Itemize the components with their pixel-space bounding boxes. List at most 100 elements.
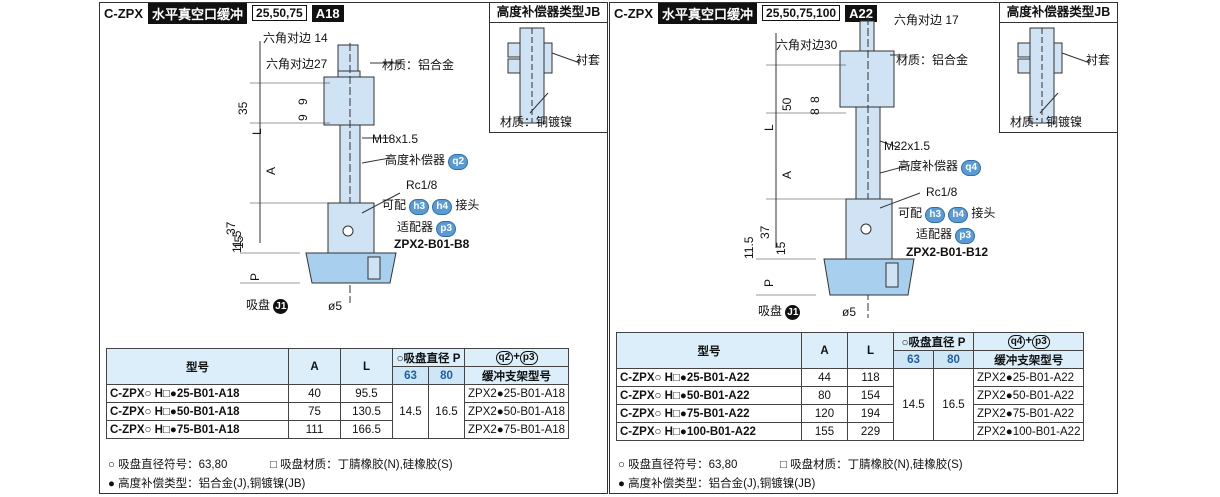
left-th-comp-a: q2 (495, 350, 514, 365)
left-material: 材质：铝合金 (382, 58, 455, 72)
right-p63: 14.5 (893, 368, 934, 441)
left-foot2: ● 高度补偿类型：铝合金(J),铜镀镍(JB) (108, 478, 306, 490)
table-row: C-ZPX○ H□●75-B01-A22 120 194 ZPX2●75-B01… (616, 404, 1085, 423)
right-hex2: 六角对边30 (776, 38, 838, 52)
a-cell: 120 (801, 404, 848, 423)
model-cell: C-ZPX○ H□●75-B01-A18 (106, 420, 289, 439)
right-strokes: 25,50,75,100 (762, 5, 841, 21)
right-foot1a: ○ 吸盘直径符号：63,80 (618, 459, 738, 471)
left-pad: 吸盘 J1 (246, 296, 289, 314)
right-phi5: ø5 (842, 305, 857, 319)
l-cell: 229 (847, 422, 894, 441)
left-jb-title: 高度补偿器类型JB (489, 3, 607, 23)
left-joint: 接头 (455, 198, 480, 212)
left-adapter-label: 适配器 (397, 220, 434, 234)
right-adapter-label: 适配器 (916, 227, 953, 241)
right-header: C-ZPX 水平真空口缓冲 25,50,75,100 A22 (610, 2, 881, 24)
left-th-bracket: 缓冲支架型号 (463, 366, 570, 385)
right-comp-label: 高度补偿器 (898, 159, 959, 173)
table-row: C-ZPX○ H□●75-B01-A18 111 166.5 ZPX2●75-B… (106, 420, 570, 439)
l-cell: 95.5 (340, 384, 393, 403)
right-p80: 16.5 (933, 368, 974, 441)
left-adapter: 适配器 p3 (397, 218, 457, 237)
right-comp: 高度补偿器 q4 (898, 157, 982, 176)
right-th-A: A (801, 332, 848, 369)
left-foot1b: □ 吸盘材质：丁腈橡胶(N),硅橡胶(S) (270, 459, 453, 471)
right-joint: 接头 (971, 206, 996, 220)
left-th-comp: q2+p3 (463, 348, 570, 367)
left-can: 可配 h3 h4 接头 (382, 196, 479, 215)
model-cell: C-ZPX○ H□●25-B01-A18 (106, 384, 289, 403)
right-adapter: 适配器 p3 (916, 225, 976, 244)
right-comp-tag: q4 (961, 160, 982, 176)
a-cell: 155 (801, 422, 848, 441)
right-dim8a: 8 (808, 96, 822, 103)
right-dimL: L (762, 124, 776, 131)
table-row: C-ZPX○ H□●25-B01-A22 44 118 14.5 16.5 ZP… (616, 368, 1085, 441)
left-j1: J1 (273, 299, 289, 314)
left-th-A: A (288, 348, 341, 385)
right-th-bracket: 缓冲支架型号 (972, 350, 1085, 369)
model-cell: C-ZPX○ H□●75-B01-A22 (616, 404, 802, 423)
l-cell: 154 (847, 386, 894, 405)
right-hex1: 六角对边 17 (894, 13, 959, 27)
right-adapter-model: ZPX2-B01-B12 (906, 245, 989, 259)
left-jb-svg (507, 27, 581, 124)
left-hex2: 六角对边27 (266, 57, 328, 71)
right-dimA: A (780, 170, 794, 179)
model-cell: C-ZPX○ H□●100-B01-A22 (616, 422, 802, 441)
left-th-comp-b: p3 (519, 350, 538, 365)
left-dim9b: 9 (296, 114, 310, 121)
bracket-cell: ZPX2●100-B01-A22 (972, 422, 1085, 441)
right-th-63: 63 (893, 350, 934, 369)
bracket-cell: ZPX2●50-B01-A18 (463, 402, 570, 421)
l-cell: 130.5 (340, 402, 393, 421)
left-panel: C-ZPX 水平真空口缓冲 25,50,75 A18 高度补偿器类型JB 衬套 … (99, 2, 608, 494)
model-cell: C-ZPX○ H□●50-B01-A18 (106, 402, 289, 421)
left-p63: 14.5 (392, 384, 429, 439)
left-comp: 高度补偿器 q2 (385, 151, 469, 170)
right-jb-svg (1017, 27, 1091, 124)
model-cell: C-ZPX○ H□●50-B01-A22 (616, 386, 802, 405)
l-cell: 166.5 (340, 420, 393, 439)
left-comp-label: 高度补偿器 (385, 153, 446, 167)
right-th-L: L (847, 332, 894, 369)
right-pad: 吸盘 J1 (758, 302, 801, 320)
table-row: C-ZPX○ H□●50-B01-A22 80 154 ZPX2●50-B01-… (616, 386, 1085, 405)
a-cell: 111 (288, 420, 341, 439)
bracket-cell: ZPX2●50-B01-A22 (972, 386, 1085, 405)
left-size-tag: A18 (311, 4, 344, 22)
right-drawing (756, 17, 921, 318)
right-j1: J1 (785, 305, 801, 320)
table-row: C-ZPX○ H□●50-B01-A18 75 130.5 ZPX2●50-B0… (106, 402, 570, 421)
l-cell: 118 (847, 368, 894, 387)
left-jb-drawing: 衬套 材质：铜镀镍 (489, 23, 607, 133)
left-type-name: 水平真空口缓冲 (148, 2, 248, 24)
right-dim15: 15 (774, 241, 788, 255)
bracket-cell: ZPX2●75-B01-A22 (972, 404, 1085, 423)
bracket-cell: ZPX2●25-B01-A18 (463, 384, 570, 403)
right-can-label: 可配 (898, 206, 923, 220)
a-cell: 44 (801, 368, 848, 387)
left-jb-material: 材质：铜镀镍 (500, 115, 573, 129)
bracket-cell: ZPX2●25-B01-A22 (972, 368, 1085, 387)
right-dim50: 50 (780, 97, 794, 111)
right-thread: M22x1.5 (884, 139, 931, 153)
left-dim9a: 9 (296, 98, 310, 105)
left-th-L: L (340, 348, 393, 385)
left-pad-label: 吸盘 (246, 298, 271, 312)
right-th-model: 型号 (616, 332, 802, 369)
left-dimL: L (250, 128, 264, 135)
right-th-comp-a: q4 (1007, 334, 1026, 349)
left-th-80: 80 (428, 366, 465, 385)
bracket-cell: ZPX2●75-B01-A18 (463, 420, 570, 439)
left-comp-tag: q2 (448, 154, 469, 170)
left-h4: h4 (432, 199, 453, 215)
left-th-comp-plus: + (513, 350, 520, 363)
right-th-comp-plus: + (1025, 334, 1033, 347)
right-th-comp: q4+p3 (972, 332, 1085, 351)
table-row: C-ZPX○ H□●25-B01-A18 40 95.5 14.5 16.5 Z… (106, 384, 570, 439)
left-th-model: 型号 (106, 348, 289, 385)
right-jb-title: 高度补偿器类型JB (999, 3, 1117, 23)
a-cell: 80 (801, 386, 848, 405)
